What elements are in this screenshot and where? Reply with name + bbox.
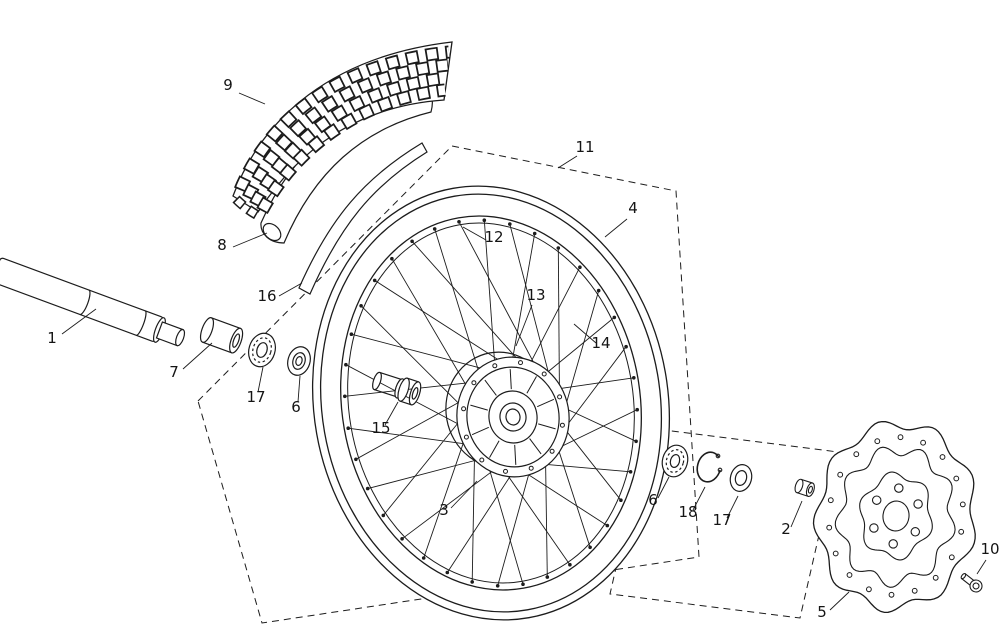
- axle-drawing: [0, 257, 186, 347]
- callout-bearing-left: 17: [246, 388, 265, 406]
- callout-seal-left: 6: [291, 398, 301, 416]
- callout-spoke-nipple: 12: [484, 228, 503, 246]
- oil-seal-right-drawing: [729, 464, 753, 492]
- callout-brake-disc: 5: [817, 603, 827, 621]
- bearing-left-drawing: [248, 332, 276, 368]
- callout-hub: 3: [439, 501, 449, 519]
- brake-disc-drawing: [812, 420, 976, 614]
- callout-tyre: 9: [223, 76, 233, 94]
- callout-spoke-inner: 13: [526, 286, 545, 304]
- oil-seal-left-drawing: [287, 346, 311, 376]
- callout-seal-right: 17: [712, 511, 731, 529]
- hub-spacer-right-drawing: [794, 478, 815, 498]
- callout-spoke-outer: 14: [591, 334, 610, 352]
- circlip-drawing: [696, 451, 723, 483]
- callout-circlip: 18: [678, 503, 697, 521]
- callout-spacer-right: 2: [781, 520, 791, 538]
- axle-spacer-drawing: [199, 317, 244, 354]
- rim-band-drawing: [298, 142, 428, 295]
- disc-bolt-drawing: [960, 573, 983, 593]
- bearing-spacer-drawing: [372, 371, 422, 406]
- leader-lines: [61, 92, 987, 611]
- callout-rim-band: 16: [257, 287, 276, 305]
- bearing-right-drawing: [661, 444, 689, 478]
- spoke-nipples: [343, 218, 639, 588]
- hub-ribs-and-holes: [461, 360, 565, 474]
- callout-disc-bolt: 10: [980, 540, 999, 558]
- callout-inner-tube: 8: [217, 236, 227, 254]
- callout-wheel-assembly: 11: [575, 138, 594, 156]
- callout-bearing-right: 6: [648, 491, 658, 509]
- callout-bearing-spacer: 15: [371, 419, 390, 437]
- assembly-boundary-hub-parts: [609, 427, 839, 619]
- assembly-boundary-wheel: [197, 145, 700, 624]
- spokes: [344, 220, 638, 586]
- callout-labels: 1 7 17 6 9 8 16 11 4 12 13 14 15 3 6 18 …: [47, 76, 999, 621]
- callout-axle-spacer: 7: [169, 363, 179, 381]
- callout-rim: 4: [628, 199, 638, 217]
- tyre-drawing: [232, 41, 453, 220]
- callout-axle: 1: [47, 329, 57, 347]
- hub-drawing: [445, 351, 570, 478]
- tyre-tread-rows: [232, 45, 450, 220]
